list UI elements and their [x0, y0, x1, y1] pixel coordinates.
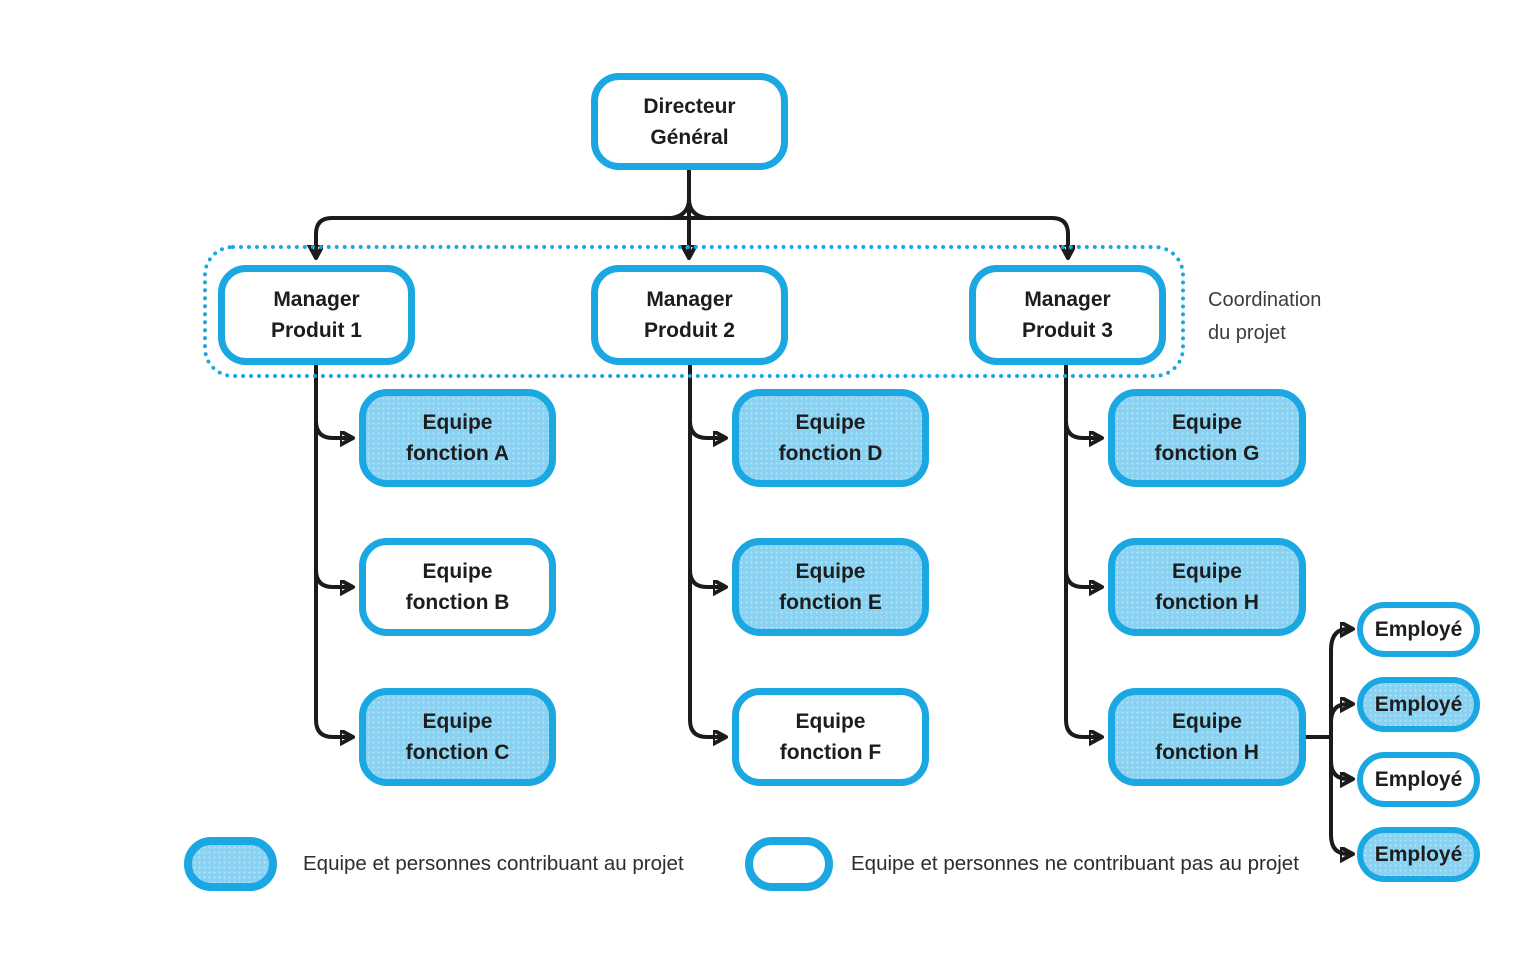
node-equipe-fonction-g: Equipe fonction G	[1108, 389, 1306, 487]
legend-swatch-contributing	[184, 837, 277, 891]
node-label-line: Manager	[646, 288, 733, 311]
node-label-line: fonction H	[1155, 591, 1259, 614]
node-equipe-fonction-h: Equipe fonction H	[1108, 538, 1306, 636]
node-label-line: Equipe	[795, 710, 866, 733]
connector-manager2-to-teams	[688, 363, 724, 737]
node-equipe-fonction-c: Equipe fonction C	[359, 688, 556, 786]
node-label-line: Equipe	[422, 710, 493, 733]
node-label-line: Employé	[1374, 617, 1463, 641]
node-equipe-fonction-b: Equipe fonction B	[359, 538, 556, 636]
node-label-line: fonction F	[779, 741, 882, 764]
node-label-line: Employé	[1374, 692, 1463, 716]
coordination-label: Coordination du projet	[1208, 284, 1321, 350]
connector-root-to-managers	[316, 170, 1068, 256]
node-label-line: Equipe	[422, 560, 493, 583]
node-label-line: Equipe	[422, 411, 493, 434]
node-label-line: Employé	[1374, 842, 1463, 866]
node-directeur-general: Directeur Général	[591, 73, 788, 170]
node-label-line: Manager	[1024, 288, 1111, 311]
node-equipe-fonction-a: Equipe fonction A	[359, 389, 556, 487]
node-manager-produit-2: Manager Produit 2	[591, 265, 788, 365]
node-label-line: Produit 2	[643, 319, 735, 342]
node-equipe-fonction-d: Equipe fonction D	[732, 389, 929, 487]
node-label-line: Equipe	[1171, 710, 1242, 733]
node-label-line: Equipe	[795, 560, 866, 583]
connector-team-to-employees	[1306, 629, 1351, 854]
node-equipe-fonction-f: Equipe fonction F	[732, 688, 929, 786]
node-label-line: Produit 3	[1021, 319, 1113, 342]
node-equipe-fonction-e: Equipe fonction E	[732, 538, 929, 636]
node-label-line: Manager	[273, 288, 360, 311]
node-label-line: fonction A	[405, 442, 510, 465]
node-label-line: Directeur	[643, 94, 736, 118]
node-label-line: Général	[650, 125, 729, 149]
legend-label-contributing: Equipe et personnes contribuant au proje…	[303, 852, 684, 875]
node-label-line: Equipe	[1171, 411, 1242, 434]
employee-pill-2: Employé	[1357, 677, 1480, 732]
legend-swatch-not-contributing	[745, 837, 833, 891]
employee-pill-1: Employé	[1357, 602, 1480, 657]
connector-manager3-to-teams	[1064, 363, 1100, 737]
node-manager-produit-3: Manager Produit 3	[969, 265, 1166, 365]
node-label-line: fonction D	[778, 442, 883, 465]
node-label-line: fonction E	[779, 591, 882, 614]
employee-pill-3: Employé	[1357, 752, 1480, 807]
legend-label-not-contributing: Equipe et personnes ne contribuant pas a…	[851, 852, 1299, 875]
node-label-line: Equipe	[795, 411, 866, 434]
node-equipe-fonction-h2: Equipe fonction H	[1108, 688, 1306, 786]
employee-pill-4: Employé	[1357, 827, 1480, 882]
node-label-line: fonction G	[1154, 442, 1260, 465]
node-label-line: fonction H	[1155, 741, 1259, 764]
node-label-line: fonction B	[405, 591, 510, 614]
coordination-label-line2: du projet	[1208, 322, 1286, 344]
connector-manager1-to-teams	[314, 363, 351, 737]
coordination-frame	[203, 245, 1185, 378]
node-label-line: Equipe	[1171, 560, 1242, 583]
node-label-line: Produit 1	[270, 319, 362, 342]
node-manager-produit-1: Manager Produit 1	[218, 265, 415, 365]
node-label-line: Employé	[1374, 767, 1463, 791]
coordination-label-line1: Coordination	[1208, 289, 1322, 311]
node-label-line: fonction C	[405, 741, 510, 764]
